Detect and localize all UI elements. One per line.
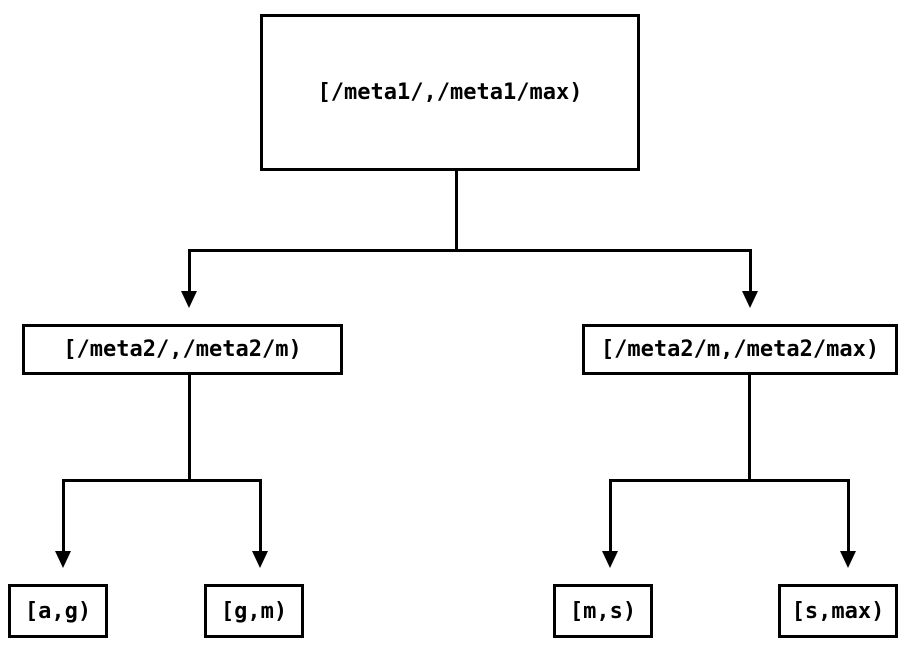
connector-right-to-leaf-smax — [847, 479, 850, 551]
node-root-range: [/meta1/,/meta1/max) — [260, 14, 640, 171]
arrow-down-icon — [742, 291, 758, 308]
node-leaf-a-g: [a,g) — [8, 584, 108, 638]
arrow-down-icon — [252, 551, 268, 568]
connector-right-to-leaf-ms — [609, 479, 612, 551]
connector-right-crossbar — [609, 479, 850, 482]
arrow-down-icon — [840, 551, 856, 568]
connector-root-to-left — [188, 249, 191, 291]
connector-root-to-right — [749, 249, 752, 291]
node-leaf-m-s: [m,s) — [553, 584, 653, 638]
connector-right-trunk — [748, 375, 751, 482]
connector-left-trunk — [188, 375, 191, 482]
arrow-down-icon — [55, 551, 71, 568]
node-left-range: [/meta2/,/meta2/m) — [22, 324, 343, 375]
connector-root-trunk — [455, 171, 458, 251]
connector-root-crossbar — [188, 249, 752, 252]
connector-left-to-leaf-ag — [62, 479, 65, 551]
node-leaf-g-m: [g,m) — [204, 584, 304, 638]
node-right-range: [/meta2/m,/meta2/max) — [582, 324, 898, 375]
node-leaf-s-max: [s,max) — [778, 584, 898, 638]
connector-left-crossbar — [62, 479, 262, 482]
connector-left-to-leaf-gm — [259, 479, 262, 551]
arrow-down-icon — [181, 291, 197, 308]
arrow-down-icon — [602, 551, 618, 568]
